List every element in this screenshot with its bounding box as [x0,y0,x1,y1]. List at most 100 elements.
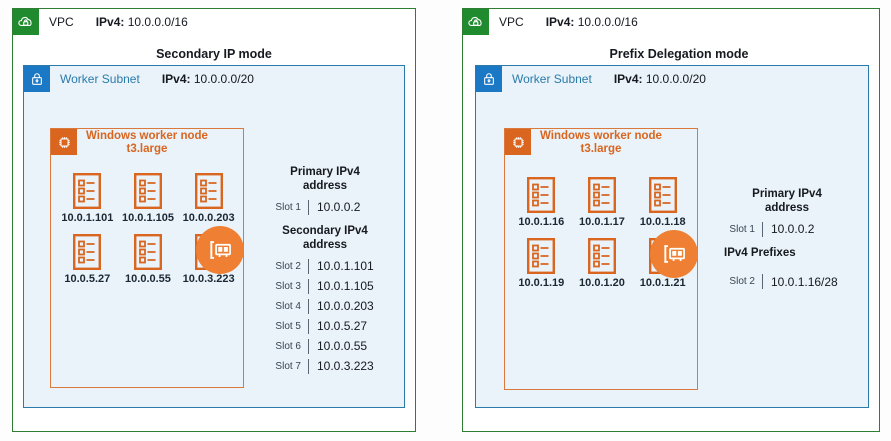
worker-subnet-container: Worker Subnet IPv4: 10.0.0.0/20 Windo [475,65,869,408]
interface-ip: 10.0.3.223 [182,273,235,285]
subnet-label: Worker Subnet [60,72,140,86]
interface-item: 10.0.1.105 [118,173,179,224]
spacer [720,264,854,272]
interface-ip: 10.0.0.203 [182,212,235,224]
subnet-lock-icon [476,66,502,92]
eni-document-icon [73,234,102,270]
slot-table: Primary IPv4 address Slot 1 10.0.0.2 IPv… [720,188,854,292]
slot-row: Slot 2 10.0.1.101 [266,256,384,276]
slot-table: Primary IPv4 address Slot 1 10.0.0.2 Sec… [266,166,384,376]
slot-label: Slot 6 [275,340,301,352]
eni-document-icon [194,173,223,209]
slot-row: Slot 3 10.0.1.105 [266,276,384,296]
slot-group-heading: Primary IPv4 address [720,188,854,215]
vpc-ipv4-value: 10.0.0.0/16 [127,15,188,29]
interface-item: 10.0.1.17 [572,177,633,228]
network-interface-card-icon [196,226,244,274]
interface-item: 10.0.1.20 [572,238,633,289]
subnet-ipv4: IPv4: 10.0.0.0/20 [162,72,254,86]
slot-value: 10.0.1.105 [317,279,374,293]
cpu-chip-icon [51,129,77,155]
subnet-label: Worker Subnet [512,72,592,86]
interface-item: 10.0.1.101 [57,173,118,224]
slot-value: 10.0.0.2 [771,222,815,236]
interface-ip: 10.0.1.19 [518,277,565,289]
vpc-ipv4-key: IPv4: [95,15,125,29]
slot-value: 10.0.0.203 [317,299,374,313]
slot-row: Slot 7 10.0.3.223 [266,356,384,376]
subnet-header: Worker Subnet IPv4: 10.0.0.0/20 [476,66,706,92]
slot-label: Slot 5 [275,320,301,332]
worker-node-title-line2: t3.large [126,143,168,155]
slot-group-heading: Secondary IPv4 address [266,225,384,252]
subnet-ipv4-key: IPv4: [613,72,643,86]
slot-group-heading: Primary IPv4 address [266,166,384,193]
slot-divider [762,221,763,237]
subnet-ipv4-value: 10.0.0.0/20 [645,72,706,86]
subnet-ipv4: IPv4: 10.0.0.0/20 [614,72,706,86]
slot-value: 10.0.0.2 [317,200,361,214]
worker-node-header: Windows worker node t3.large [51,129,208,156]
interface-item: 10.0.1.19 [511,238,572,289]
subnet-ipv4-value: 10.0.0.0/20 [193,72,254,86]
slot-label: Slot 7 [275,360,301,372]
slot-divider [308,358,309,374]
slot-value: 10.0.3.223 [317,359,374,373]
slot-label: Slot 4 [275,300,301,312]
vpc-ipv4-value: 10.0.0.0/16 [577,15,638,29]
vpc-ipv4: IPv4: 10.0.0.0/16 [546,15,638,29]
slot-group-heading-line2: address [302,179,348,192]
interface-item: 10.0.5.27 [57,234,118,285]
vpc-cloud-lock-icon [463,9,489,35]
interface-ip: 10.0.1.17 [579,216,625,228]
slot-group-heading-line1: Primary IPv4 [290,166,360,178]
vpc-container-secondary-ip-mode: VPC IPv4: 10.0.0.0/16 Secondary IP mode … [12,8,416,432]
interface-item: 10.0.1.18 [632,177,693,228]
slot-label: Slot 1 [729,223,755,235]
eni-document-icon [73,173,102,209]
vpc-cloud-lock-icon [13,9,39,35]
worker-subnet-container: Worker Subnet IPv4: 10.0.0.0/20 [23,65,405,408]
vpc-ipv4: IPv4: 10.0.0.0/16 [96,15,188,29]
slot-divider [308,338,309,354]
slot-divider [762,274,763,289]
worker-node-title-line1: Windows worker node [540,130,662,142]
slot-value: 10.0.1.101 [317,259,374,273]
spacer [266,217,384,225]
slot-row: Slot 1 10.0.0.2 [720,219,854,239]
cpu-chip-icon [505,129,531,155]
slot-row: Slot 1 10.0.0.2 [266,197,384,217]
slot-row: Slot 4 10.0.0.203 [266,296,384,316]
slot-group-heading-line1: IPv4 Prefixes [724,247,796,259]
vpc-ipv4-key: IPv4: [545,15,575,29]
mode-title: Prefix Delegation mode [609,47,749,61]
slot-value: 10.0.1.16/28 [771,274,838,289]
worker-node-title-line1: Windows worker node [86,130,208,142]
slot-label: Slot 1 [275,201,301,213]
slot-group-heading-line2: address [764,201,810,214]
subnet-header: Worker Subnet IPv4: 10.0.0.0/20 [24,66,254,92]
eni-document-icon [648,177,677,213]
eni-document-icon [527,177,556,213]
interface-ip: 10.0.5.27 [64,273,111,285]
slot-divider [308,278,309,294]
worker-node-title: Windows worker node t3.large [540,129,662,156]
windows-worker-node-box: Windows worker node t3.large 10.0. [50,128,244,388]
slot-divider [308,298,309,314]
vpc-label: VPC [499,15,524,29]
slot-group-heading-line2: address [302,238,348,251]
slot-value: 10.0.0.55 [317,339,368,353]
interface-item: 10.0.0.55 [118,234,179,285]
slot-label: Slot 2 [275,260,301,272]
spacer [720,239,854,247]
interface-grid: 10.0.1.101 10.0.1.105 [57,173,239,285]
slot-row: Slot 5 10.0.5.27 [266,316,384,336]
slot-group-heading-line1: Secondary IPv4 [282,225,368,237]
slot-group-heading-line1: Primary IPv4 [752,188,822,200]
vpc-container-prefix-delegation-mode: VPC IPv4: 10.0.0.0/16 Prefix Delegation … [462,8,880,432]
eni-document-icon [587,238,616,274]
interface-ip: 10.0.0.55 [125,273,171,285]
interface-item: 10.0.1.16 [511,177,572,228]
slot-label: Slot 2 [729,276,755,287]
